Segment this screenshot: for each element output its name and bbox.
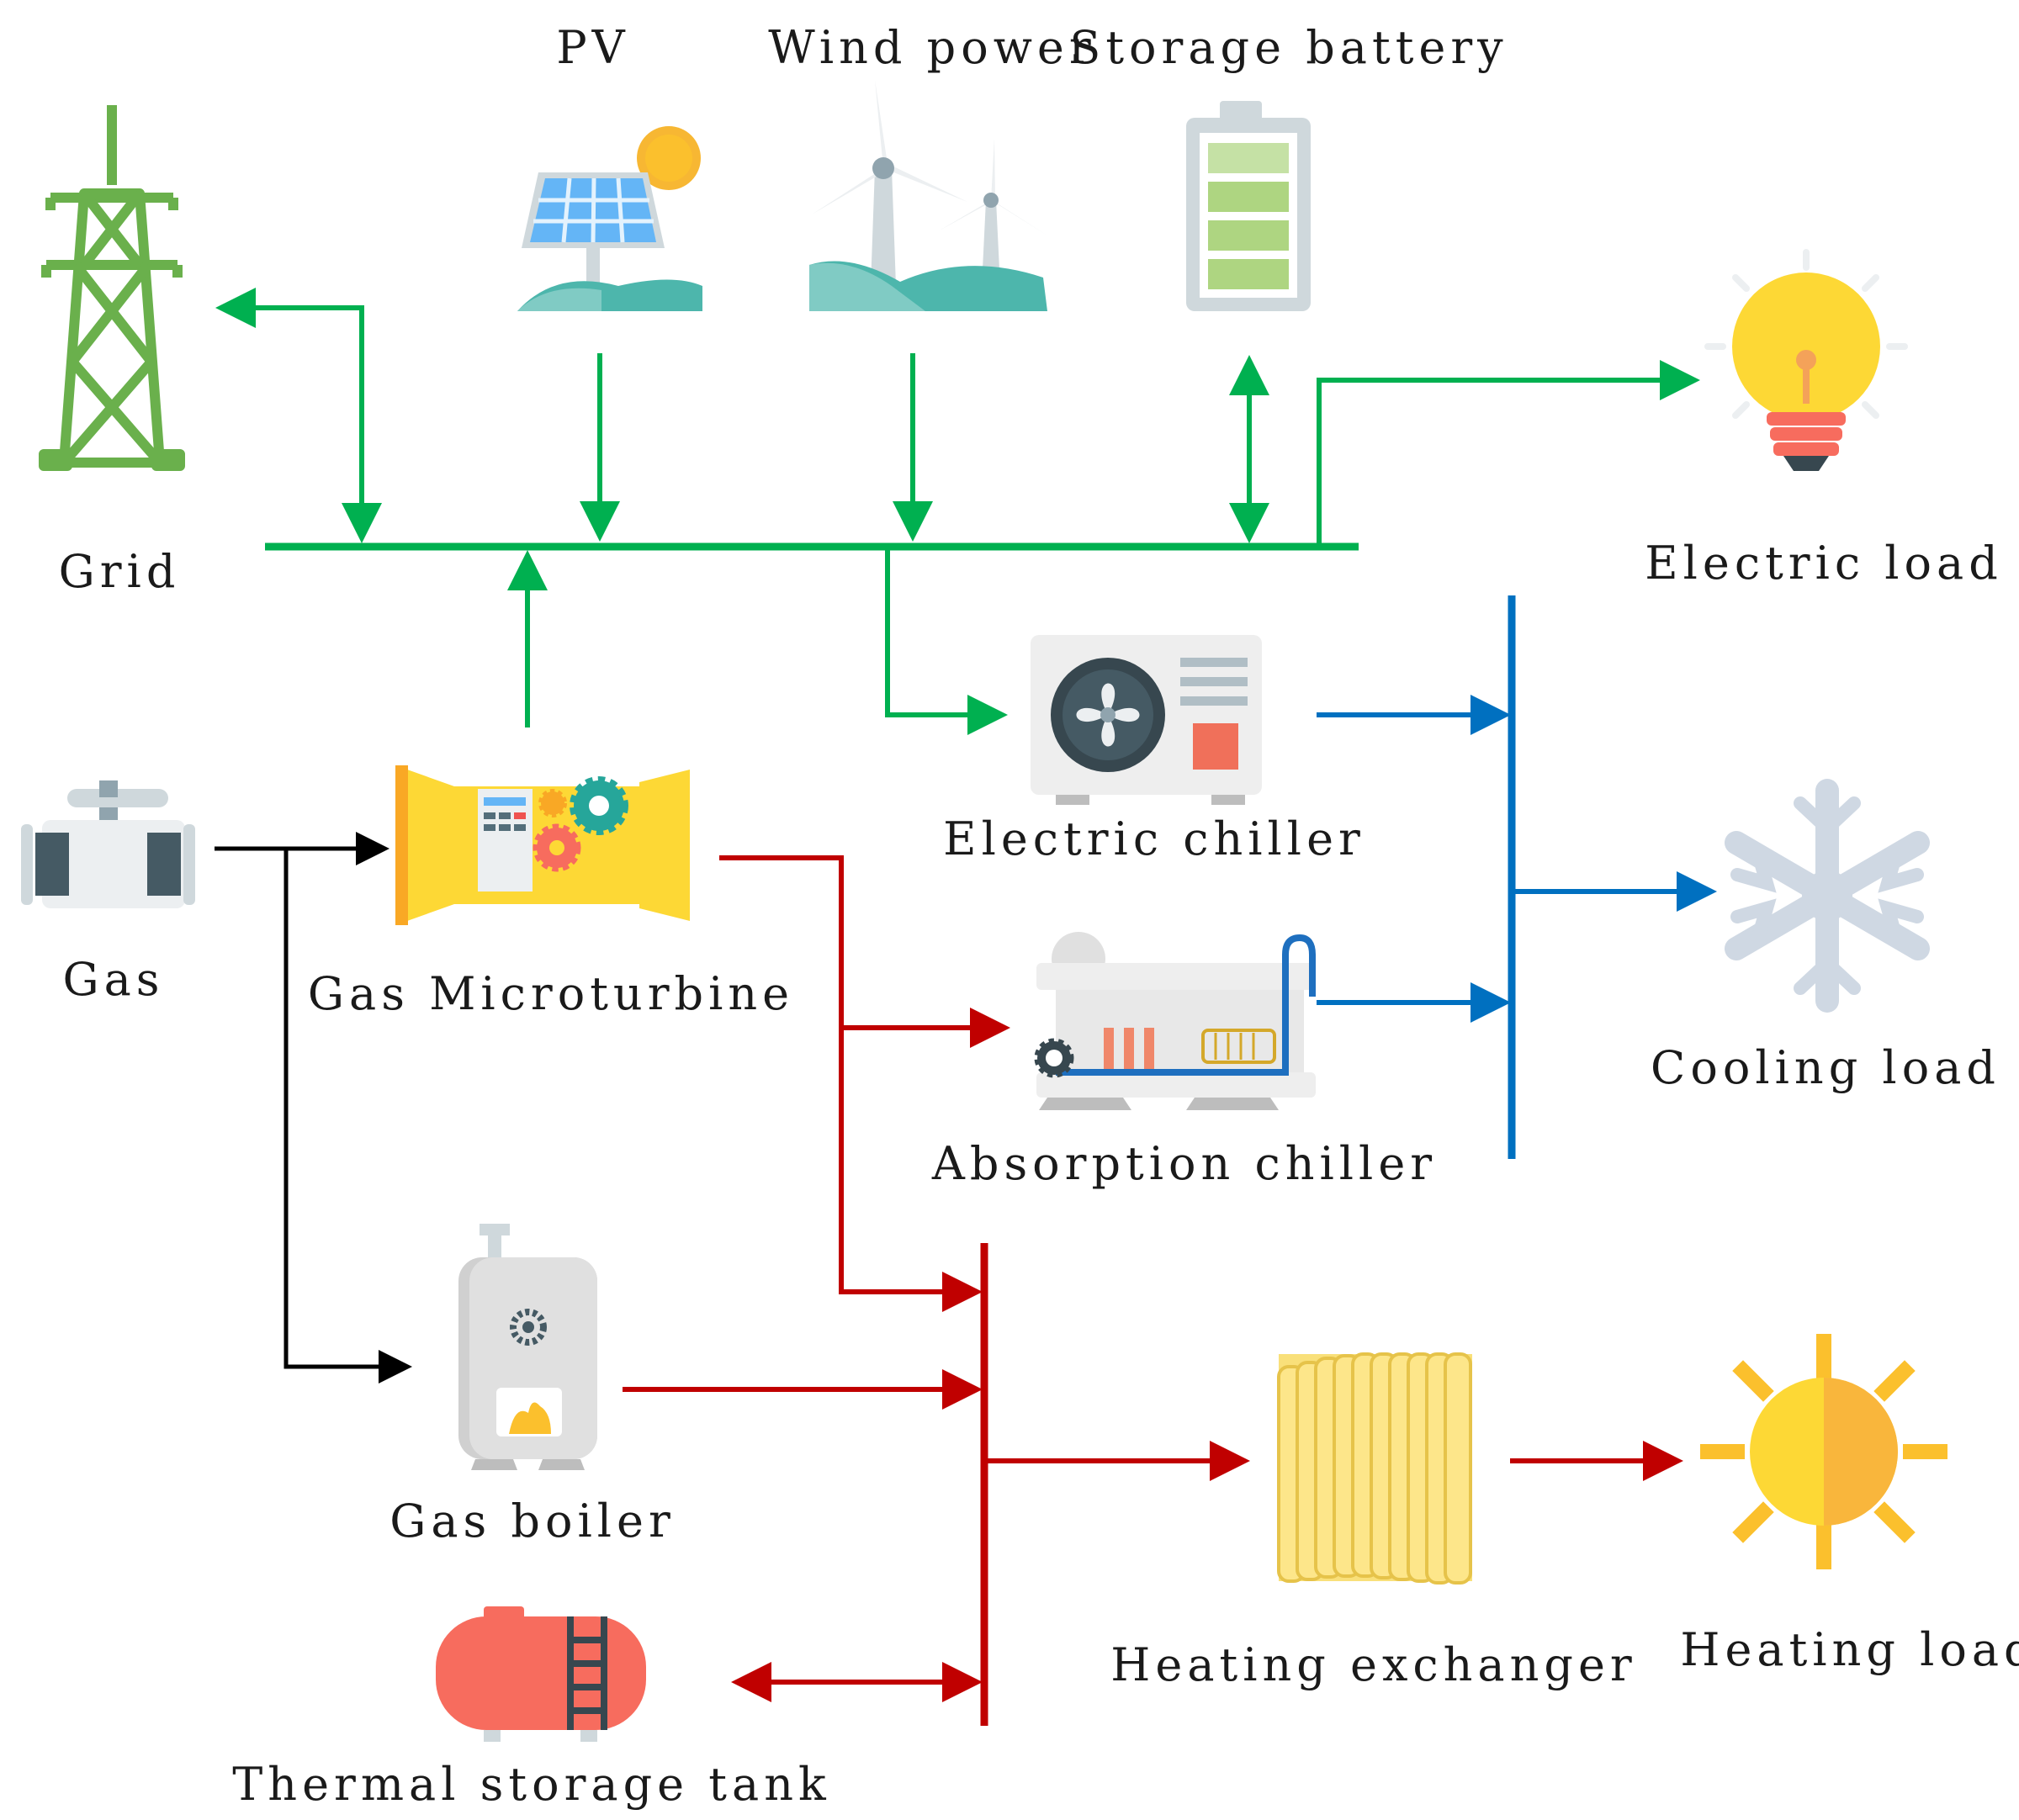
gas-boiler-label: Gas boiler [389, 1495, 676, 1548]
cooling-load-label: Cooling load [1651, 1041, 2000, 1094]
electric-load-label: Electric load [1645, 537, 2003, 590]
battery-label: Storage battery [1069, 21, 1508, 74]
gas-network [215, 832, 412, 1384]
storage-tank-icon [436, 1606, 646, 1742]
electric-network [215, 288, 1700, 735]
boiler-icon [458, 1224, 597, 1470]
grid-link-arrow [215, 288, 382, 543]
radiator-icon [1277, 1352, 1472, 1585]
solar-panel-icon [517, 126, 702, 311]
light-bulb-icon [1704, 249, 1908, 471]
heating-network [623, 855, 1683, 1726]
mt-heat-line [719, 855, 983, 1312]
absorption-chiller-icon [1034, 932, 1316, 1110]
thermal-storage-label: Thermal storage tank [232, 1758, 830, 1811]
cooling-network [1317, 595, 1717, 1159]
gas-label: Gas [62, 953, 164, 1006]
heating-exchanger-label: Heating exchanger [1110, 1638, 1636, 1691]
snowflake-icon [1725, 779, 1930, 1013]
sun-icon [1700, 1334, 1947, 1569]
ac-unit-icon [1031, 635, 1262, 805]
chiller-feed-arrow [885, 547, 1008, 735]
transmission-tower-icon [39, 105, 185, 471]
electric-load-arrow [1317, 360, 1700, 547]
wind-turbine-icon [809, 80, 1047, 311]
gas-valve-icon [21, 780, 195, 908]
pv-label: PV [556, 21, 629, 74]
gas-microturbine-label: Gas Microturbine [308, 967, 794, 1020]
gas-to-boiler-arrow [284, 849, 412, 1384]
absorption-chiller-label: Absorption chiller [931, 1137, 1437, 1190]
heating-load-label: Heating load [1680, 1623, 2019, 1676]
microturbine-icon [395, 765, 690, 925]
grid-label: Grid [59, 545, 181, 598]
wind-label: Wind power [768, 21, 1095, 74]
battery-icon [1186, 101, 1311, 311]
electric-chiller-label: Electric chiller [943, 812, 1365, 865]
